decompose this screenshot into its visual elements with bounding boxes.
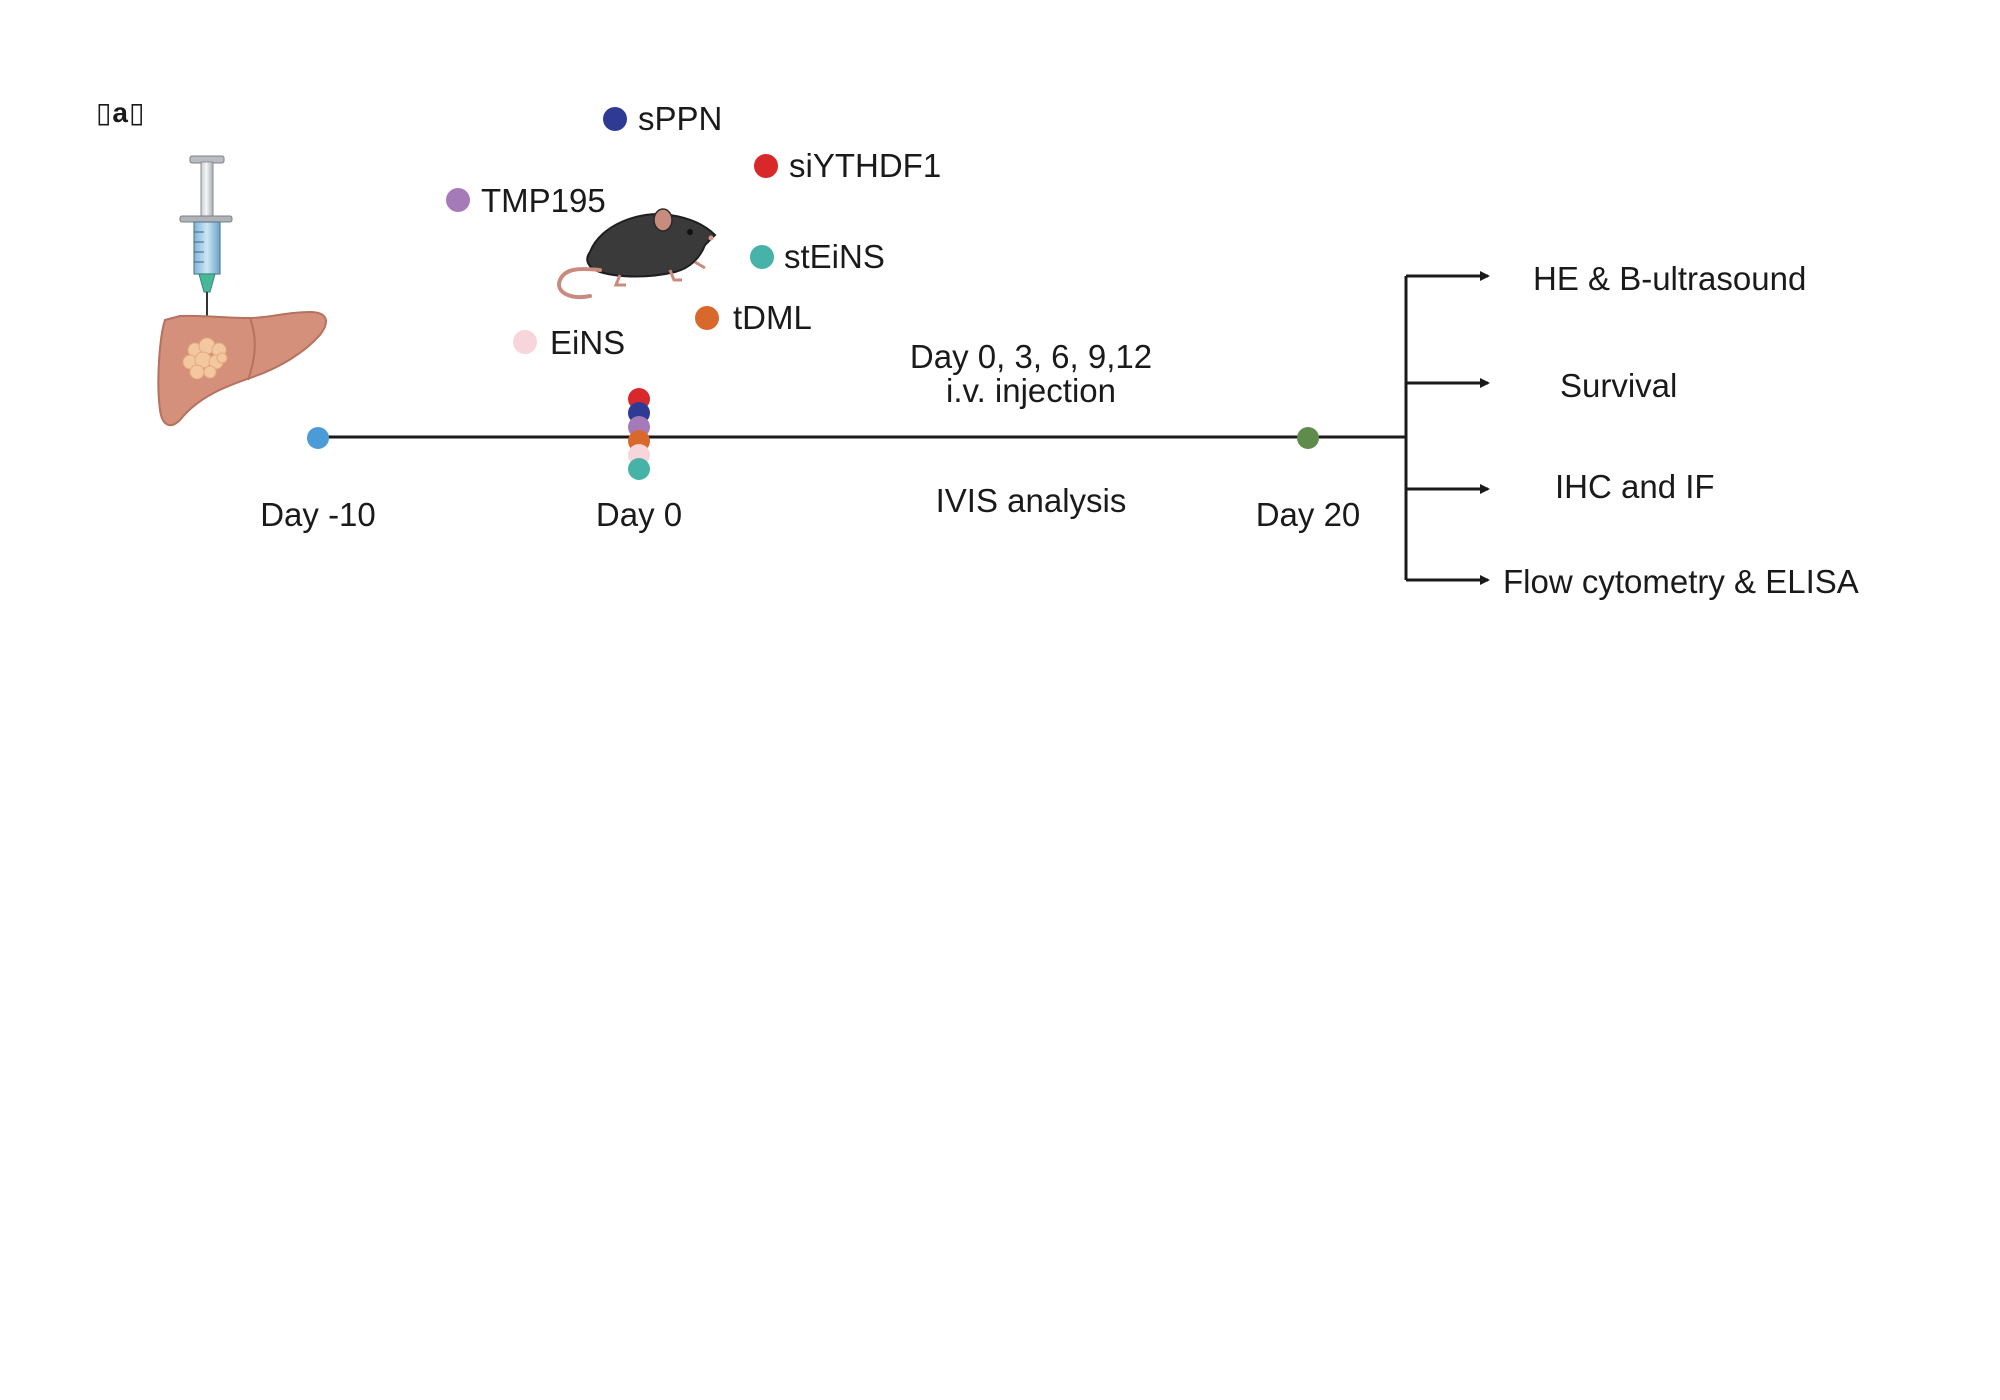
day0-label: Day 0 — [595, 496, 683, 533]
outcome-he-ultrasound: HE & B-ultrasound — [1533, 260, 1807, 297]
legend-label-sppn: sPPN — [638, 100, 723, 137]
legend-dot-steins — [750, 245, 774, 269]
liver-tumor-icon — [157, 310, 327, 427]
day20-label: Day 20 — [1255, 496, 1361, 533]
day0-treatment-stack — [628, 388, 650, 480]
legend-dot-siythdf1 — [754, 154, 778, 178]
legend-dot-tdml — [695, 306, 719, 330]
legend-label-siythdf1: siYTHDF1 — [789, 147, 942, 184]
day20-marker — [1297, 427, 1319, 449]
injection-schedule-label: Day 0, 3, 6, 9,12 — [909, 338, 1153, 375]
mouse-icon — [557, 208, 717, 299]
legend-dot-sppn — [603, 107, 627, 131]
panel-label: ▯a▯ — [96, 97, 146, 128]
legend-label-tmp195: TMP195 — [481, 182, 606, 219]
day0-dot-steins — [628, 458, 650, 480]
legend-dot-tmp195 — [446, 188, 470, 212]
legend-dot-eins — [513, 330, 537, 354]
legend-label-tdml: tDML — [733, 299, 812, 336]
injection-route-label: i.v. injection — [946, 372, 1116, 409]
syringe-icon — [179, 155, 233, 345]
legend-label-eins: EiNS — [550, 324, 626, 361]
outcome-ihc-if: IHC and IF — [1555, 468, 1715, 505]
outcome-flow-elisa: Flow cytometry & ELISA — [1503, 563, 1859, 600]
legend-label-steins: stEiNS — [784, 238, 885, 275]
day-minus10-label: Day -10 — [260, 496, 376, 533]
outcome-survival: Survival — [1560, 367, 1678, 404]
ivis-analysis-label: IVIS analysis — [935, 482, 1127, 519]
outcome-branches — [1404, 271, 1490, 585]
day-minus10-marker — [307, 427, 329, 449]
